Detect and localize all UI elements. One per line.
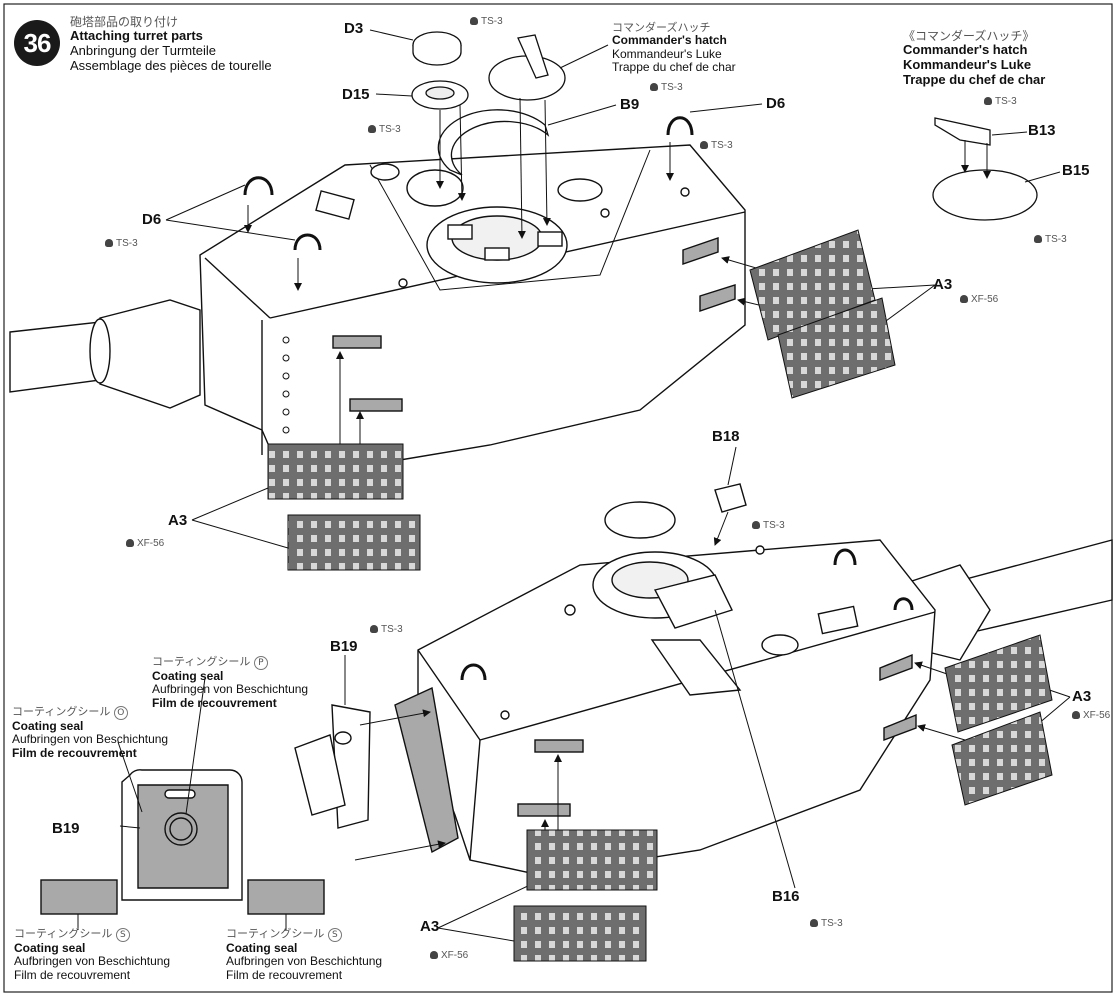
seal-s-left-ja: コーティングシール — [14, 927, 113, 940]
seal-o-de: Aufbringen von Beschichtung — [12, 732, 169, 747]
seal-p-code: P — [253, 656, 268, 670]
label-b15: B15 — [1062, 162, 1090, 179]
paint-ts3: TS-3 — [368, 124, 401, 135]
paint-xf56: XF-56 — [960, 294, 998, 305]
rear-door-seal-area — [394, 686, 459, 854]
paint-ts3: TS-3 — [984, 96, 1017, 107]
step-number-badge: 36 — [14, 20, 60, 66]
step-title-de: Anbringung der Turmteile — [70, 42, 216, 58]
label-b19-main: B19 — [330, 638, 358, 655]
turret-rear-view — [294, 483, 1113, 876]
seal-p-en: Coating seal — [152, 669, 224, 683]
b19-seal-inset — [40, 677, 325, 930]
hatch-lid-top — [488, 55, 566, 101]
step-title-ja: 砲塔部品の取り付け — [70, 15, 179, 29]
step-title-block: 砲塔部品の取り付け Attaching turret parts Anbring… — [70, 15, 272, 73]
paint-ts3: TS-3 — [700, 140, 733, 151]
seal-s-right-code: S — [327, 928, 342, 942]
commander-hatch-callout-en: Commander's hatch — [612, 33, 727, 48]
commander-hatch-callout: コマンダーズハッチ Commander's hatch Kommandeur's… — [612, 21, 736, 75]
seal-s-right-fr: Film de recouvrement — [226, 967, 343, 982]
part-b15-shape — [932, 169, 1038, 221]
paint-ts3: TS-3 — [370, 624, 403, 635]
paint-ts3: TS-3 — [752, 520, 785, 531]
gun-mantlet-top — [99, 299, 201, 409]
label-b18: B18 — [712, 428, 740, 445]
seal-o-caption: コーティングシール O Coating seal Aufbringen von … — [12, 705, 169, 760]
track-links-a3-top-right — [749, 229, 896, 399]
part-b19-door — [331, 704, 371, 829]
turret-body-top — [199, 144, 746, 461]
commander-hatch-box-title: 《コマンダーズハッチ》 Commander's hatch Kommandeur… — [903, 29, 1046, 87]
part-b13-shape — [934, 117, 991, 146]
label-a3-right-bottom: A3 — [1072, 688, 1092, 705]
label-b9: B9 — [620, 96, 640, 113]
hatch-detail-top-right — [932, 117, 1061, 221]
commander-hatch-callout-fr: Trappe du chef de char — [612, 60, 736, 75]
seal-s-right-caption: コーティングシール S Coating seal Aufbringen von … — [226, 927, 383, 982]
sheet-frame — [3, 3, 1113, 993]
step-title-fr: Assemblage des pièces de tourelle — [70, 57, 272, 73]
seal-s-right-en: Coating seal — [226, 941, 298, 955]
gun-barrel-top — [9, 321, 101, 393]
commander-hatch-callout-de: Kommandeur's Luke — [612, 46, 722, 61]
seal-s-left-code: S — [115, 928, 130, 942]
periscope-opening — [406, 169, 464, 207]
paint-xf56: XF-56 — [430, 950, 468, 961]
barrel-collar — [89, 318, 111, 384]
paint-ts3: TS-3 — [470, 16, 503, 27]
label-a3-bottom: A3 — [420, 918, 440, 935]
part-b18-shape — [714, 483, 747, 513]
label-b13: B13 — [1028, 122, 1056, 139]
paint-ts3: TS-3 — [810, 918, 843, 929]
track-links-a3-left — [267, 443, 421, 571]
commander-hatch-box-ja: 《コマンダーズハッチ》 — [903, 29, 1035, 43]
track-links-a3-bottom — [513, 634, 1053, 962]
part-b16-shape — [653, 574, 733, 629]
seal-s-right-ja: コーティングシール — [226, 927, 325, 940]
label-d3: D3 — [344, 20, 364, 37]
seal-s-left-caption: コーティングシール S Coating seal Aufbringen von … — [14, 927, 171, 982]
seal-p-ja: コーティングシール — [152, 655, 251, 668]
label-a3-right-top: A3 — [933, 276, 953, 293]
paint-ts3: TS-3 — [650, 82, 683, 93]
seal-p-de: Aufbringen von Beschichtung — [152, 682, 309, 697]
seal-p-caption: コーティングシール P Coating seal Aufbringen von … — [152, 655, 309, 710]
paint-ts3: TS-3 — [1034, 234, 1067, 245]
seal-p-fr: Film de recouvrement — [152, 695, 277, 710]
step-title-en: Attaching turret parts — [70, 28, 203, 44]
seal-o-code: O — [113, 706, 128, 720]
label-b16: B16 — [772, 888, 800, 905]
seal-o-fr: Film de recouvrement — [12, 745, 137, 760]
label-d6-top: D6 — [766, 95, 786, 112]
paint-xf56: XF-56 — [126, 538, 164, 549]
seal-s-left-en: Coating seal — [14, 941, 86, 955]
turret-top-view — [9, 144, 746, 461]
seal-s-left-fr: Film de recouvrement — [14, 967, 131, 982]
seal-s-right-de: Aufbringen von Beschichtung — [226, 954, 383, 969]
commander-hatch-box-en: Commander's hatch — [903, 42, 1028, 58]
assembly-lines-top — [165, 29, 936, 549]
commander-hatch-box-de: Kommandeur's Luke — [903, 56, 1032, 72]
label-d6-left: D6 — [142, 211, 162, 228]
label-d15: D15 — [342, 86, 370, 103]
commander-hatch-callout-ja: コマンダーズハッチ — [612, 21, 711, 34]
paint-xf56: XF-56 — [1072, 710, 1110, 721]
seal-o-ja: コーティングシール — [12, 705, 111, 718]
seal-s-left-de: Aufbringen von Beschichtung — [14, 954, 171, 969]
seal-o-en: Coating seal — [12, 719, 84, 733]
exploded-parts-top — [243, 31, 694, 251]
paint-ts3: TS-3 — [105, 238, 138, 249]
label-a3-left: A3 — [168, 512, 188, 529]
label-b19-inset: B19 — [52, 820, 80, 837]
commander-hatch-box-fr: Trappe du chef de char — [903, 71, 1046, 87]
